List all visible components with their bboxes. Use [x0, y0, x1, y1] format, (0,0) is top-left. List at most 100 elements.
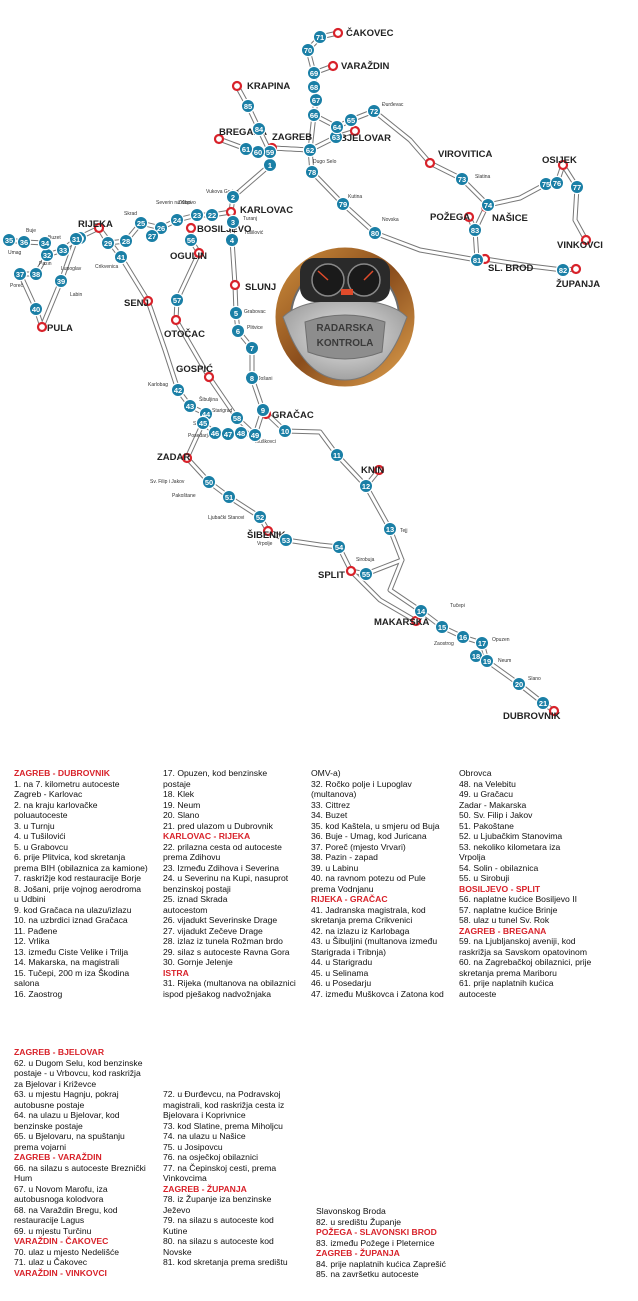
radar-marker[interactable] — [434, 619, 450, 635]
city-label: SPLIT — [318, 570, 345, 581]
radar-marker[interactable] — [204, 207, 220, 223]
radar-marker[interactable] — [358, 566, 374, 582]
radar-marker[interactable] — [306, 65, 322, 81]
radar-marker-number: 84 — [255, 125, 264, 134]
radar-marker[interactable] — [182, 398, 198, 414]
town-label: Dugo Selo — [313, 159, 337, 165]
radar-marker[interactable] — [28, 301, 44, 317]
radar-marker[interactable] — [331, 539, 347, 555]
radar-marker[interactable] — [382, 521, 398, 537]
radar-marker[interactable] — [225, 214, 241, 230]
legend-entry: 37. Poreč (mjesto Vrvari) — [311, 841, 406, 852]
radar-marker[interactable] — [549, 175, 565, 191]
radar-marker-number: 55 — [362, 570, 370, 579]
legend-entry: 52. u Ljubačkim Stanovima — [459, 831, 563, 841]
radar-marker[interactable] — [569, 179, 585, 195]
legend-entry: OMV-a) — [311, 768, 341, 778]
radar-marker[interactable] — [247, 427, 263, 443]
radar-marker[interactable] — [224, 232, 240, 248]
radar-marker[interactable] — [68, 231, 84, 247]
city-label: OTOČAC — [164, 328, 205, 340]
radar-marker[interactable] — [454, 171, 470, 187]
radar-marker[interactable] — [278, 532, 294, 548]
radar-marker[interactable] — [335, 196, 351, 212]
radar-marker[interactable] — [312, 29, 328, 45]
radar-marker[interactable] — [144, 228, 160, 244]
radar-marker[interactable] — [343, 112, 359, 128]
radar-marker[interactable] — [37, 235, 53, 251]
radar-marker[interactable] — [366, 103, 382, 119]
radar-marker[interactable] — [455, 629, 471, 645]
legend-entry: 62. u Dugom Selu, kod benzinske — [14, 1057, 143, 1068]
legend-entry: 67. u Novom Marofu, iza — [14, 1183, 108, 1194]
radar-marker[interactable] — [479, 653, 495, 669]
radar-marker[interactable] — [252, 509, 268, 525]
radar-marker[interactable] — [555, 262, 571, 278]
radar-marker[interactable] — [233, 425, 249, 441]
legend-entry: autocestom — [163, 904, 208, 915]
radar-marker[interactable] — [118, 233, 134, 249]
radar-marker[interactable] — [306, 107, 322, 123]
radar-marker[interactable] — [367, 225, 383, 241]
radar-marker[interactable] — [413, 603, 429, 619]
radar-marker[interactable] — [244, 340, 260, 356]
legend-entry: Obrovca — [459, 768, 492, 778]
radar-marker[interactable] — [255, 402, 271, 418]
radar-marker[interactable] — [467, 222, 483, 238]
radar-marker[interactable] — [183, 232, 199, 248]
radar-marker[interactable] — [16, 234, 32, 250]
radar-marker[interactable] — [12, 266, 28, 282]
radar-marker[interactable] — [240, 98, 256, 114]
radar-marker[interactable] — [535, 695, 551, 711]
radar-marker[interactable] — [251, 121, 267, 137]
radar-marker[interactable] — [195, 415, 211, 431]
radar-marker[interactable] — [474, 635, 490, 651]
radar-marker[interactable] — [300, 42, 316, 58]
radar-marker[interactable] — [277, 423, 293, 439]
radar-marker[interactable] — [511, 676, 527, 692]
radar-marker[interactable] — [189, 207, 205, 223]
town-label: Grabovac — [244, 309, 266, 315]
radar-marker[interactable] — [228, 305, 244, 321]
radar-marker[interactable] — [100, 235, 116, 251]
radar-marker-number: 56 — [187, 236, 195, 245]
radar-marker[interactable] — [230, 323, 246, 339]
radar-marker[interactable] — [238, 141, 254, 157]
legend-entry: 59. na Ljubljanskoj aveniji, kod — [459, 936, 576, 946]
radar-marker[interactable] — [55, 242, 71, 258]
radar-marker[interactable] — [302, 142, 318, 158]
radar-marker-number: 27 — [148, 232, 156, 241]
radar-marker[interactable] — [329, 447, 345, 463]
radar-marker[interactable] — [133, 215, 149, 231]
radar-marker[interactable] — [170, 382, 186, 398]
radar-marker[interactable] — [329, 119, 345, 135]
radar-marker[interactable] — [225, 189, 241, 205]
radar-marker[interactable] — [153, 220, 169, 236]
radar-marker[interactable] — [244, 370, 260, 386]
radar-marker[interactable] — [53, 273, 69, 289]
radar-marker-number: 49 — [251, 431, 259, 440]
radar-marker[interactable] — [229, 410, 245, 426]
city-label: SL. BROD — [488, 263, 534, 274]
legend-entry: 40. na ravnom potezu od Pule — [311, 873, 426, 883]
legend-entry: 84. prije naplatnih kućica Zaprešić — [316, 1258, 446, 1269]
radar-marker[interactable] — [358, 478, 374, 494]
radar-marker[interactable] — [169, 292, 185, 308]
legend-entry: salona — [14, 978, 40, 988]
radar-marker[interactable] — [201, 474, 217, 490]
radar-marker[interactable] — [221, 489, 237, 505]
legend-entry: 15. Tučepi, 200 m iza Škodina — [14, 967, 130, 978]
radar-marker[interactable] — [480, 197, 496, 213]
radar-marker[interactable] — [469, 252, 485, 268]
city-dot — [410, 615, 422, 627]
legend-entry: 16. Zaostrog — [14, 988, 63, 999]
radar-marker[interactable] — [1, 232, 17, 248]
city-dot — [170, 314, 182, 326]
radar-marker[interactable] — [304, 164, 320, 180]
legend-entry: postaje - u Vrbovcu, kod raskrižja — [14, 1068, 141, 1078]
radar-marker[interactable] — [306, 79, 322, 95]
radar-marker[interactable] — [113, 249, 129, 265]
radar-marker-number: 83 — [471, 226, 479, 235]
radar-marker[interactable] — [169, 212, 185, 228]
radar-marker[interactable] — [28, 266, 44, 282]
